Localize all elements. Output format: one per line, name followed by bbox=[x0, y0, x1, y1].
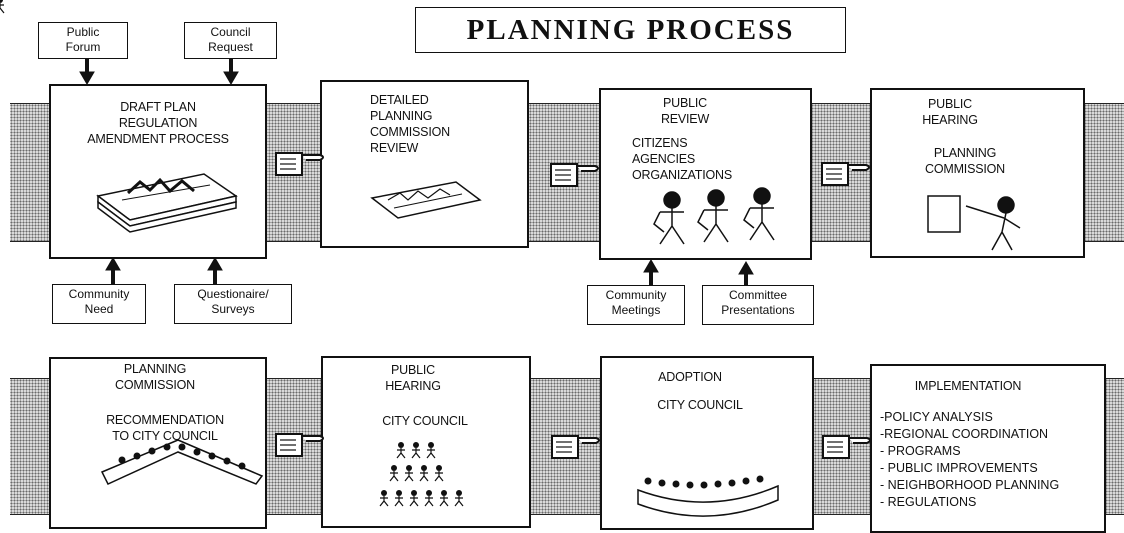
implementation-item: -REGIONAL COORDINATION bbox=[880, 427, 1049, 441]
council-dais-icon bbox=[637, 475, 779, 517]
input-council-request: Council Request bbox=[184, 22, 277, 59]
input-public-forum: Public Forum bbox=[38, 22, 128, 59]
step-draft-plan bbox=[49, 84, 267, 259]
step-adoption-body: CITY COUNCIL bbox=[657, 398, 743, 412]
step-public-hearing-cc-title: PUBLIC HEARING bbox=[385, 363, 441, 393]
audience-icon bbox=[0, 0, 464, 507]
page-title: PLANNING PROCESS bbox=[466, 13, 795, 46]
step-implementation-title: IMPLEMENTATION bbox=[914, 379, 1022, 393]
implementation-item: - PUBLIC IMPROVEMENTS bbox=[880, 461, 1038, 475]
step-public-hearing-pc-body: PLANNING COMMISSION bbox=[925, 146, 1005, 176]
commission-table-icon bbox=[100, 439, 264, 485]
presenter-icon bbox=[927, 195, 1021, 251]
input-community-meetings: Community Meetings bbox=[587, 285, 685, 325]
step-pc-recommendation-title: PLANNING COMMISSION bbox=[115, 362, 195, 392]
document-stack-icon bbox=[96, 173, 238, 233]
step-draft-plan-label: DRAFT PLAN REGULATION AMENDMENT PROCESS bbox=[87, 100, 229, 146]
people-group-icon bbox=[653, 187, 775, 245]
step-detailed-review-label: DETAILED PLANNING COMMISSION REVIEW bbox=[370, 93, 450, 155]
implementation-item: - NEIGHBORHOOD PLANNING bbox=[880, 478, 1060, 492]
step-pc-recommendation bbox=[49, 357, 267, 529]
implementation-list: -POLICY ANALYSIS -REGIONAL COORDINATION … bbox=[880, 409, 1059, 511]
step-adoption bbox=[600, 356, 814, 530]
step-public-hearing-cc-body: CITY COUNCIL bbox=[382, 414, 468, 428]
title-box: PLANNING PROCESS bbox=[415, 7, 846, 53]
input-committee-presentations: Committee Presentations bbox=[702, 285, 814, 325]
step-pc-recommendation-body: RECOMMENDATION TO CITY COUNCIL bbox=[106, 413, 224, 443]
step-adoption-title: ADOPTION bbox=[658, 370, 722, 384]
step-public-hearing-pc bbox=[870, 88, 1085, 258]
implementation-item: - PROGRAMS bbox=[880, 444, 961, 458]
step-public-hearing-cc bbox=[321, 356, 531, 528]
step-public-review-title: PUBLIC REVIEW bbox=[660, 96, 710, 126]
implementation-item: - REGULATIONS bbox=[880, 495, 977, 509]
implementation-item: -POLICY ANALYSIS bbox=[880, 410, 993, 424]
step-implementation bbox=[870, 364, 1106, 533]
document-icon bbox=[370, 181, 482, 219]
step-public-review-body: CITIZENS AGENCIES ORGANIZATIONS bbox=[632, 136, 732, 182]
input-community-need: Community Need bbox=[52, 284, 146, 324]
step-public-hearing-pc-title: PUBLIC HEARING bbox=[922, 97, 978, 127]
input-questionaire-surveys: Questionaire/ Surveys bbox=[174, 284, 292, 324]
step-public-review bbox=[599, 88, 812, 260]
step-detailed-review bbox=[320, 80, 529, 248]
